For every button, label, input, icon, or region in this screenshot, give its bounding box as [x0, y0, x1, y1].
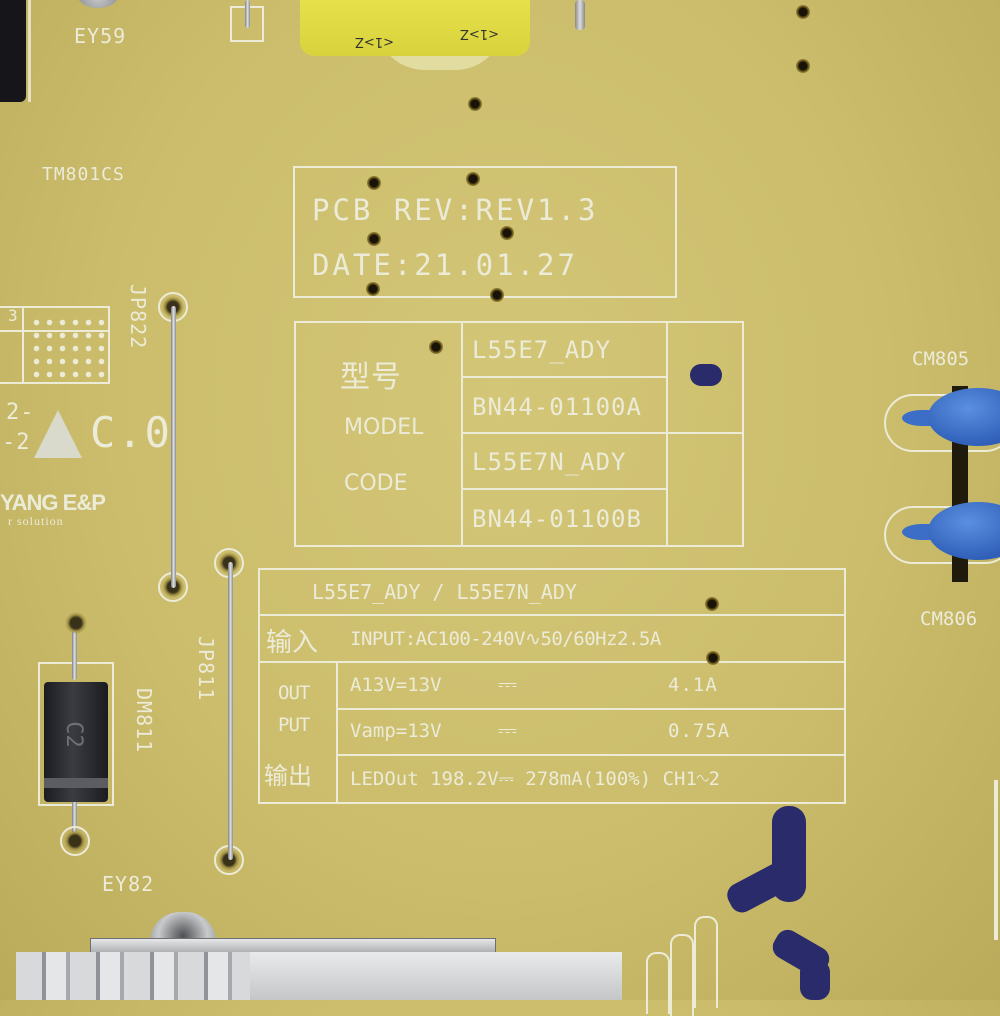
model-value-4: BN44-01100B [472, 505, 642, 533]
jumper-wire-jp811 [228, 562, 233, 860]
diode-body: C2 [44, 682, 108, 802]
ink-mark [800, 960, 830, 1000]
output-label-out: OUT [278, 682, 310, 704]
black-component-top-left [0, 0, 26, 102]
model-table [294, 321, 744, 547]
pad [63, 610, 89, 636]
esd-hand-icon [640, 906, 780, 1016]
diode-cathode-band [44, 778, 108, 788]
silkscreen-symbol-right [994, 780, 998, 940]
label-jp822: JP822 [126, 284, 150, 350]
capacitor-yellow: <1>Z <1>Z [300, 0, 530, 56]
output-a13v-dc-symbol: ⎓ [498, 670, 519, 698]
via [468, 97, 482, 111]
output-vamp-current: 0.75A [668, 720, 731, 742]
label-dm811: DM811 [132, 688, 156, 754]
diode-lead [72, 790, 77, 842]
led-output-spec: LEDOut 198.2V⎓ 278mA(100%) CH1∿2 [350, 768, 720, 790]
cap-outline [884, 506, 1000, 564]
input-spec: INPUT:AC100-240V∿50/60Hz2.5A [350, 628, 661, 650]
output-a13v-name: A13V=13V [350, 674, 442, 696]
model-label-cn: 型号 [340, 360, 402, 395]
ink-dot [690, 364, 722, 386]
label-ey59: EY59 [74, 24, 127, 48]
diode-marking: C2 [60, 721, 86, 748]
component-outline [28, 0, 31, 102]
output-vamp-name: Vamp=13V [350, 720, 442, 742]
input-label-cn: 输入 [266, 628, 319, 658]
via [500, 226, 514, 240]
maker-tagline: r solution [8, 514, 64, 528]
label-cm806: CM806 [920, 608, 978, 630]
via [705, 597, 719, 611]
pad-ey59 [78, 0, 118, 8]
rating-table [258, 568, 846, 804]
label-jp811: JP811 [194, 636, 218, 702]
code-label: CODE [344, 471, 408, 496]
output-a13v-current: 4.1A [668, 674, 718, 696]
divider [336, 661, 338, 804]
output-vamp-dc-symbol: ⎓ [498, 716, 519, 744]
via [796, 5, 810, 19]
cert-mark-c0: C.0 [90, 408, 172, 457]
model-value-2: BN44-01100A [472, 393, 642, 421]
model-value-1: L55E7_ADY [472, 336, 612, 364]
via [367, 232, 381, 246]
ceramic-capacitor-cm806 [902, 502, 1000, 560]
capacitor-lead-right [575, 0, 585, 30]
via [367, 176, 381, 190]
label-ey82: EY82 [102, 872, 155, 896]
divider [336, 754, 846, 756]
divider [258, 614, 846, 616]
label-cm805: CM805 [912, 348, 970, 370]
cap-outline [884, 394, 1000, 452]
divider [666, 321, 668, 547]
via [706, 651, 720, 665]
divider [258, 661, 846, 663]
via [490, 288, 504, 302]
dot-grid [30, 316, 106, 380]
label-tm801cs: TM801CS [42, 164, 125, 185]
capacitor-marking-2: <1>Z [460, 26, 499, 41]
cert-fragment-top: 2- [6, 400, 35, 425]
divider [336, 708, 846, 710]
warning-triangle-icon [34, 410, 82, 458]
pcb-revision-text: PCB REV:REV1.3 [312, 193, 599, 227]
heatsink-aluminum [16, 952, 622, 1000]
output-label-put: PUT [278, 714, 310, 736]
jumper-wire-jp822 [171, 306, 176, 588]
revision-box [293, 166, 677, 298]
via [366, 282, 380, 296]
pictogram-grid [0, 306, 110, 384]
model-value-3: L55E7N_ADY [472, 448, 627, 476]
via [466, 172, 480, 186]
diode-lead [72, 620, 77, 680]
ceramic-capacitor-cm805 [902, 388, 1000, 446]
capacitor-marking: <1>Z [355, 34, 394, 49]
divider [22, 306, 24, 384]
cert-fragment-bottom: -2 [2, 430, 31, 455]
divider [461, 321, 463, 547]
output-label-cn: 输出 [264, 762, 312, 790]
divider [461, 376, 668, 378]
rating-title: L55E7_ADY / L55E7N_ADY [312, 580, 577, 604]
maker-logo: YANG E&P [0, 490, 106, 515]
model-label: MODEL [344, 415, 424, 440]
grid-number: 3 [8, 306, 19, 325]
pad [60, 826, 90, 856]
via [429, 340, 443, 354]
divider [461, 488, 668, 490]
via [796, 59, 810, 73]
divider [461, 432, 744, 434]
lead-wire [245, 0, 250, 28]
pcb-date-text: DATE:21.01.27 [312, 248, 578, 282]
